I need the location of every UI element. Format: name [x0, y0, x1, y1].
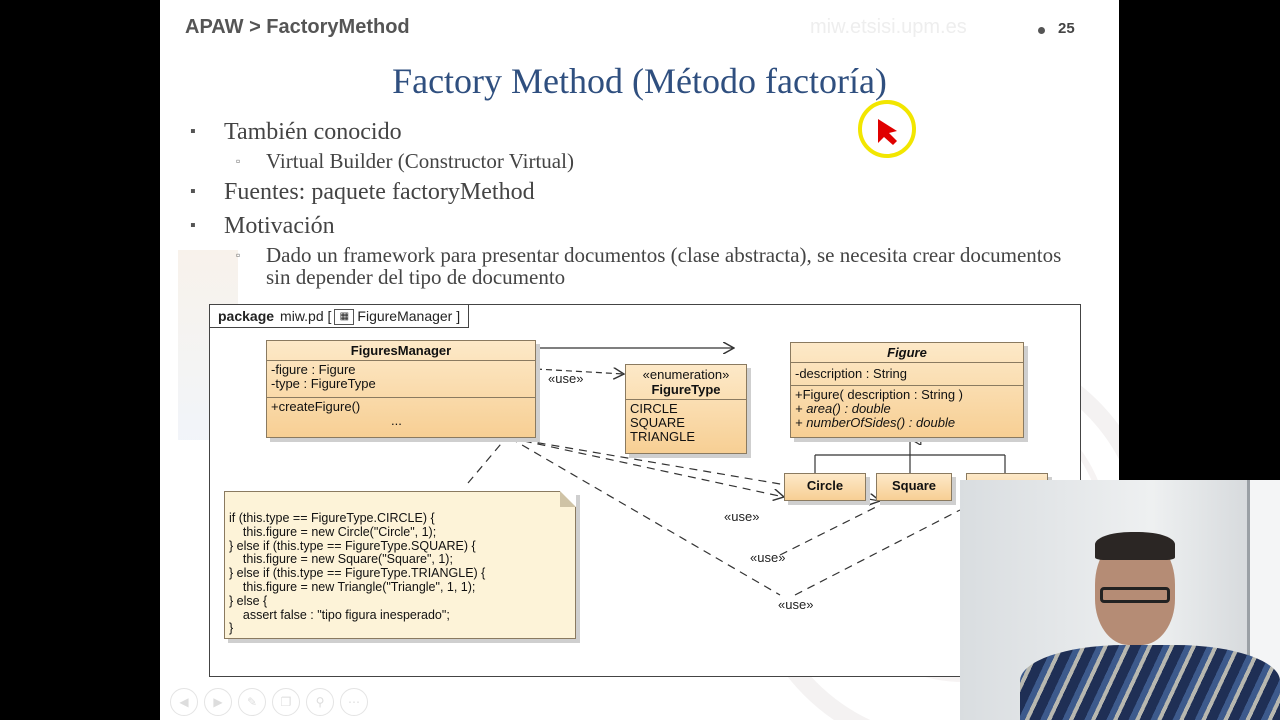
bullet-item: También conocido: [190, 116, 1100, 148]
class-operations: +createFigure()...: [267, 398, 535, 430]
use-arrow: [535, 369, 624, 374]
bullet-item: Motivación: [190, 210, 1100, 242]
square-bullet-icon: ▫: [236, 248, 241, 262]
class-name: FiguresManager: [267, 341, 535, 361]
class-operations: +Figure( description : String )+ area() …: [791, 386, 1023, 432]
operation: + area() : double: [795, 401, 891, 416]
package-keyword: package: [218, 308, 275, 324]
slide-toolbar: ◀ ▶ ✎ ❐ ⚲ ⋯: [170, 688, 368, 716]
slide: APAW > FactoryMethod miw.etsisi.upm.es 2…: [160, 0, 1119, 720]
cursor-icon: [878, 119, 897, 145]
use-label: «use»: [778, 597, 814, 612]
pointer-highlight: [858, 100, 916, 158]
attribute: -figure : Figure: [271, 362, 356, 377]
class-attributes: -figure : Figure-type : FigureType: [267, 361, 535, 398]
page-number: 25: [1058, 20, 1075, 37]
diagram-icon: ▦: [334, 309, 355, 326]
attribute: -type : FigureType: [271, 376, 376, 391]
presenter-hair: [1095, 532, 1175, 560]
enum-value: SQUARE: [630, 415, 685, 430]
enum-value: CIRCLE: [630, 401, 678, 416]
class-name: FigureType: [651, 382, 721, 397]
package-diagram-name: FigureManager ]: [357, 308, 461, 324]
package-name: miw.pd [: [280, 308, 332, 324]
sub-bullet-text: Virtual Builder (Constructor Virtual): [266, 149, 574, 173]
webcam-overlay: [960, 480, 1280, 720]
site-url: miw.etsisi.upm.es: [810, 16, 967, 38]
sub-bullet-item: ▫ Virtual Builder (Constructor Virtual): [190, 150, 1100, 172]
class-header: «enumeration»FigureType: [626, 365, 746, 400]
sub-bullet-item: ▫ Dado un framework para presentar docume…: [190, 244, 1100, 288]
class-name: Square: [891, 478, 937, 493]
square-bullet-icon: ▫: [236, 154, 241, 168]
presenter-glasses: [1100, 587, 1170, 603]
class-attributes: -description : String: [791, 363, 1023, 386]
breadcrumb: APAW > FactoryMethod: [185, 16, 410, 38]
use-triangle: [509, 437, 781, 596]
use-circle: [509, 437, 784, 497]
use-label: «use»: [724, 509, 760, 524]
more-icon[interactable]: ⋯: [340, 688, 368, 716]
slide-title: Factory Method (Método factoría): [392, 61, 887, 101]
copy-icon[interactable]: ❐: [272, 688, 300, 716]
sub-bullet-text: Dado un framework para presentar documen…: [266, 243, 1062, 289]
use-label: «use»: [750, 550, 786, 565]
bullet-item: Fuentes: paquete factoryMethod: [190, 176, 1100, 208]
operation: +Figure( description : String ): [795, 387, 963, 402]
next-icon[interactable]: ▶: [204, 688, 232, 716]
operation: +createFigure(): [271, 399, 361, 414]
class-square: Square: [876, 473, 952, 501]
prev-icon[interactable]: ◀: [170, 688, 198, 716]
enum-value: TRIANGLE: [630, 429, 696, 444]
note-anchor: [467, 437, 507, 484]
class-figures-manager: FiguresManager -figure : Figure-type : F…: [266, 340, 536, 438]
stereotype: «enumeration»: [642, 367, 730, 382]
code-note: if (this.type == FigureType.CIRCLE) { th…: [224, 491, 576, 639]
zoom-icon[interactable]: ⚲: [306, 688, 334, 716]
page-dot: [1038, 27, 1045, 34]
package-tab: package miw.pd [▦FigureManager ]: [210, 305, 470, 328]
operation: + numberOfSides() : double: [795, 415, 956, 430]
class-name: Circle: [806, 478, 844, 493]
operation: ...: [391, 413, 402, 428]
class-circle: Circle: [784, 473, 866, 501]
pen-icon[interactable]: ✎: [238, 688, 266, 716]
uml-diagram: package miw.pd [▦FigureManager ] FiguresM…: [209, 304, 1081, 677]
class-figure: Figure -description : String +Figure( de…: [790, 342, 1024, 438]
class-name: Figure: [791, 343, 1023, 363]
presenter-shirt: [1020, 645, 1280, 720]
bullet-list: También conocido ▫ Virtual Builder (Const…: [190, 116, 1100, 292]
use-label: «use»: [548, 371, 584, 386]
